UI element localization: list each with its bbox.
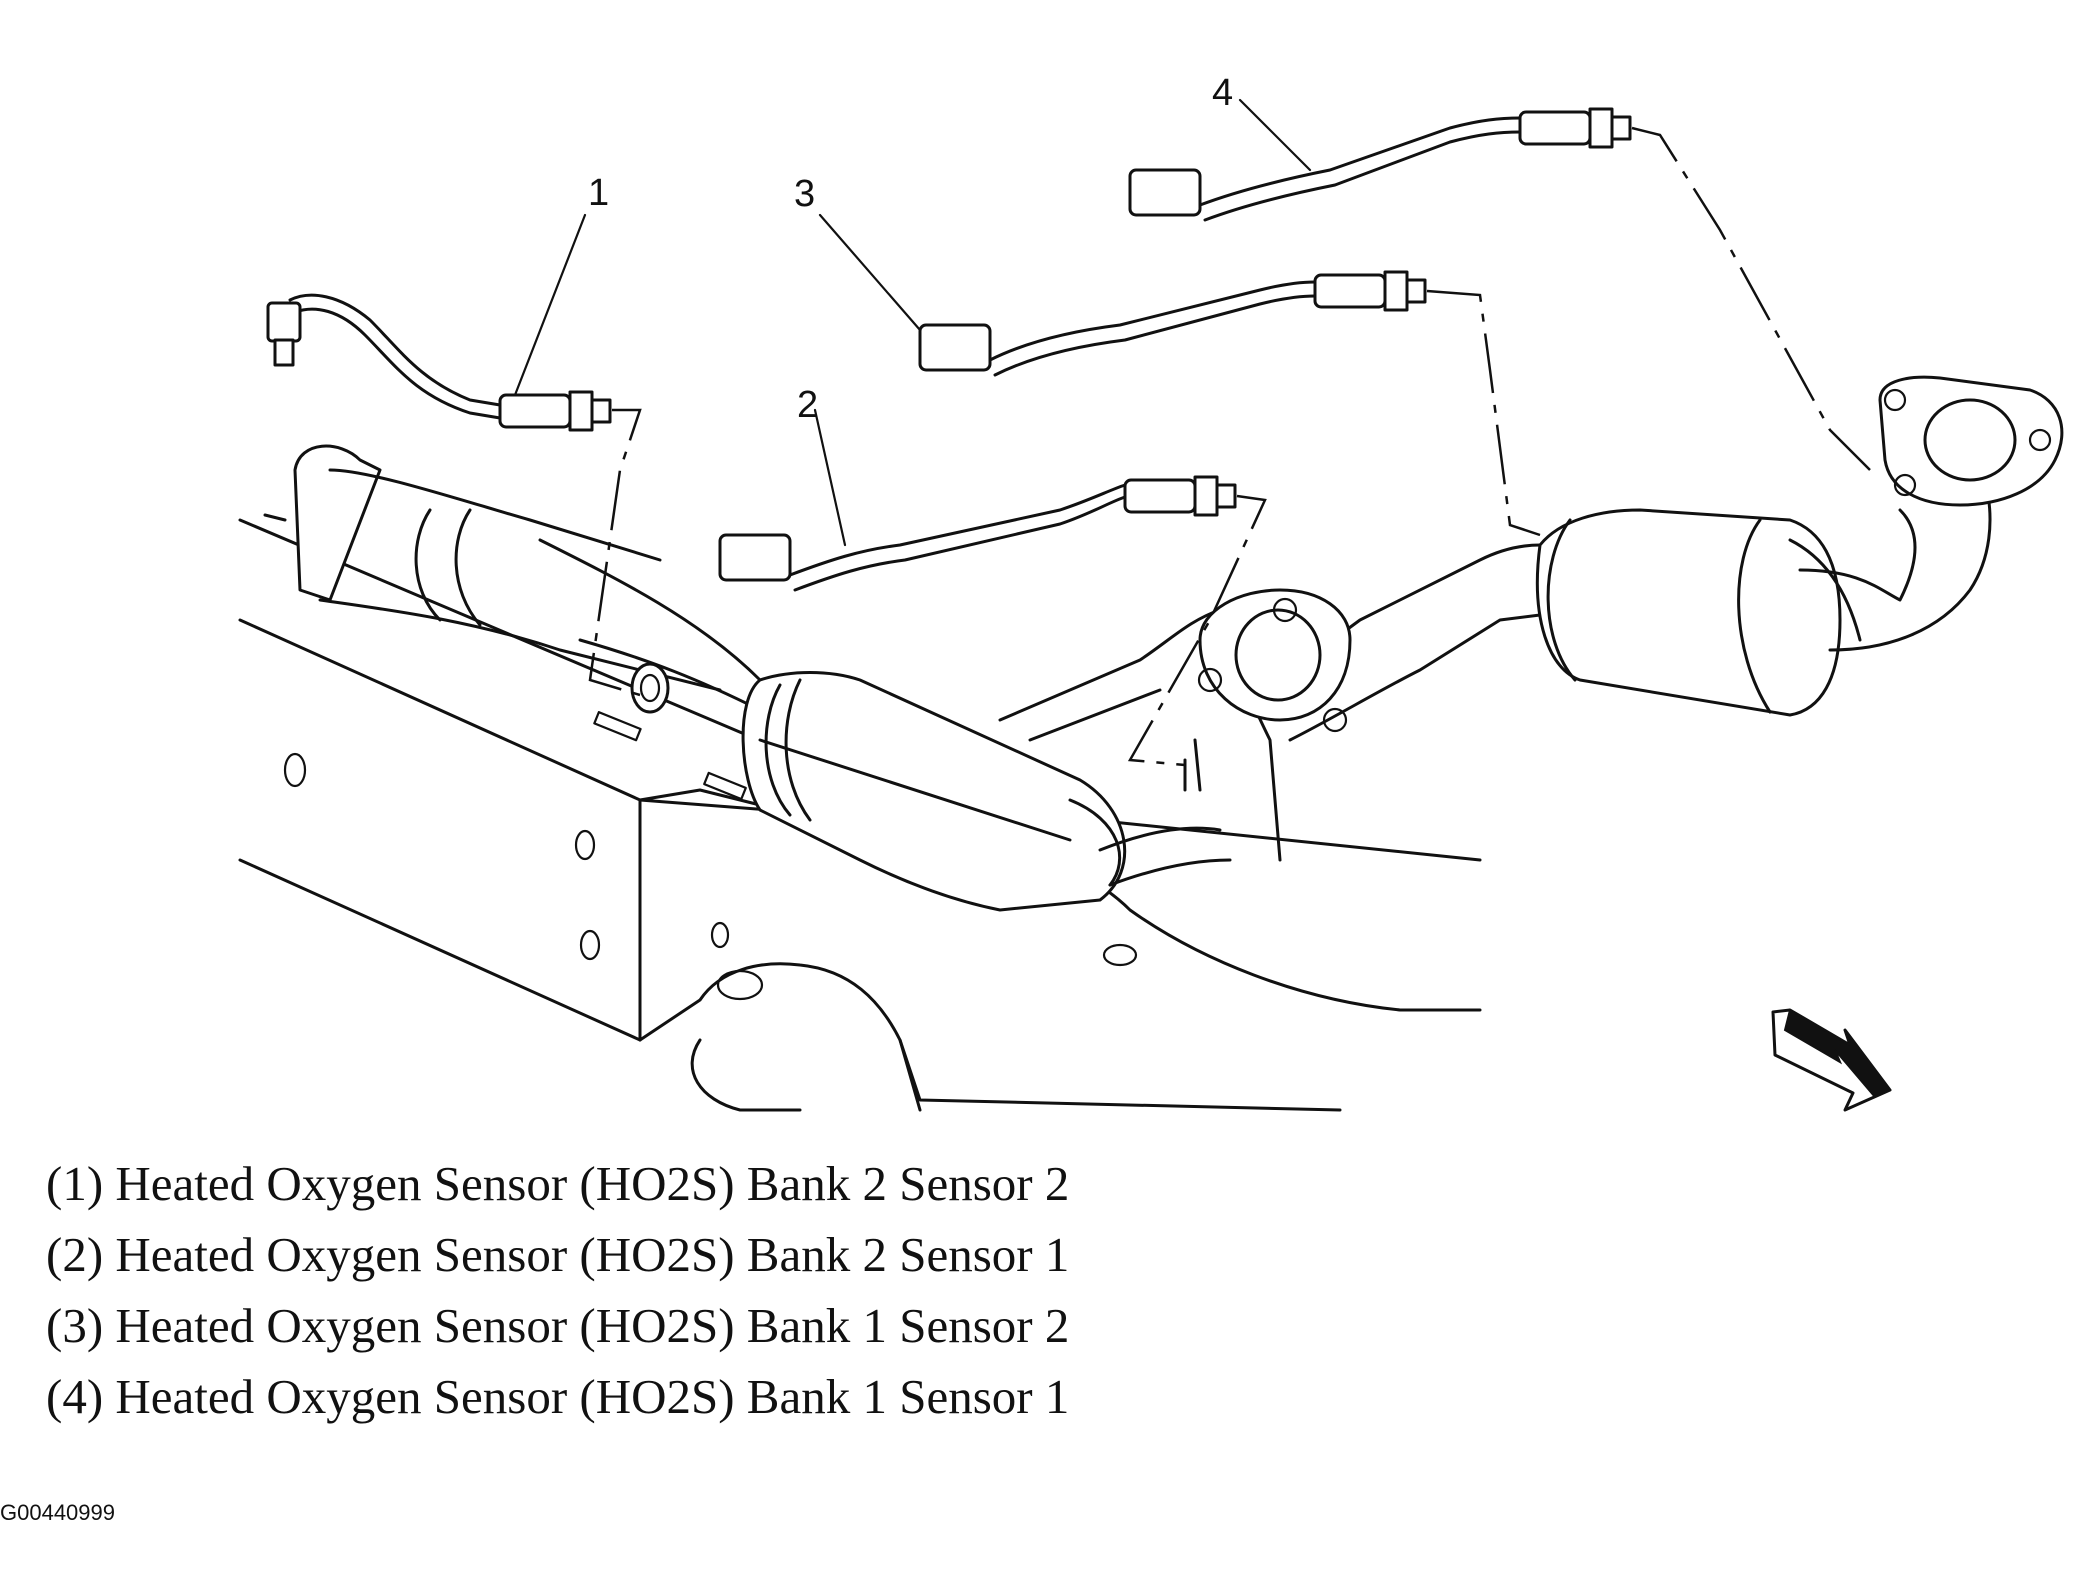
legend-item: (4) Heated Oxygen Sensor (HO2S) Bank 1 S… xyxy=(46,1369,1070,1424)
callout-leaders xyxy=(513,98,1312,547)
oxygen-sensor-4 xyxy=(1128,107,1632,222)
legend-item: (1) Heated Oxygen Sensor (HO2S) Bank 2 S… xyxy=(46,1156,1070,1211)
center-y-pipe xyxy=(998,543,1542,862)
oxygen-sensor-2 xyxy=(718,475,1237,592)
oxygen-sensor-1 xyxy=(266,293,612,432)
callout-3: 3 xyxy=(794,173,815,215)
left-exhaust-pipe xyxy=(263,444,762,714)
callout-4: 4 xyxy=(1212,72,1233,114)
legend: (1) Heated Oxygen Sensor (HO2S) Bank 2 S… xyxy=(46,1148,1069,1432)
legend-item: (3) Heated Oxygen Sensor (HO2S) Bank 1 S… xyxy=(46,1298,1070,1353)
oxygen-sensor-3 xyxy=(918,270,1427,377)
left-catalytic-converter xyxy=(741,671,1232,912)
right-catalytic-converter xyxy=(1535,375,2064,717)
callout-1: 1 xyxy=(588,172,609,214)
callout-2: 2 xyxy=(797,384,818,426)
figure-id: G00440999 xyxy=(0,1500,115,1525)
forward-arrow-icon xyxy=(1771,1008,1892,1112)
installation-lines xyxy=(588,126,1871,767)
legend-item: (2) Heated Oxygen Sensor (HO2S) Bank 2 S… xyxy=(46,1227,1070,1282)
